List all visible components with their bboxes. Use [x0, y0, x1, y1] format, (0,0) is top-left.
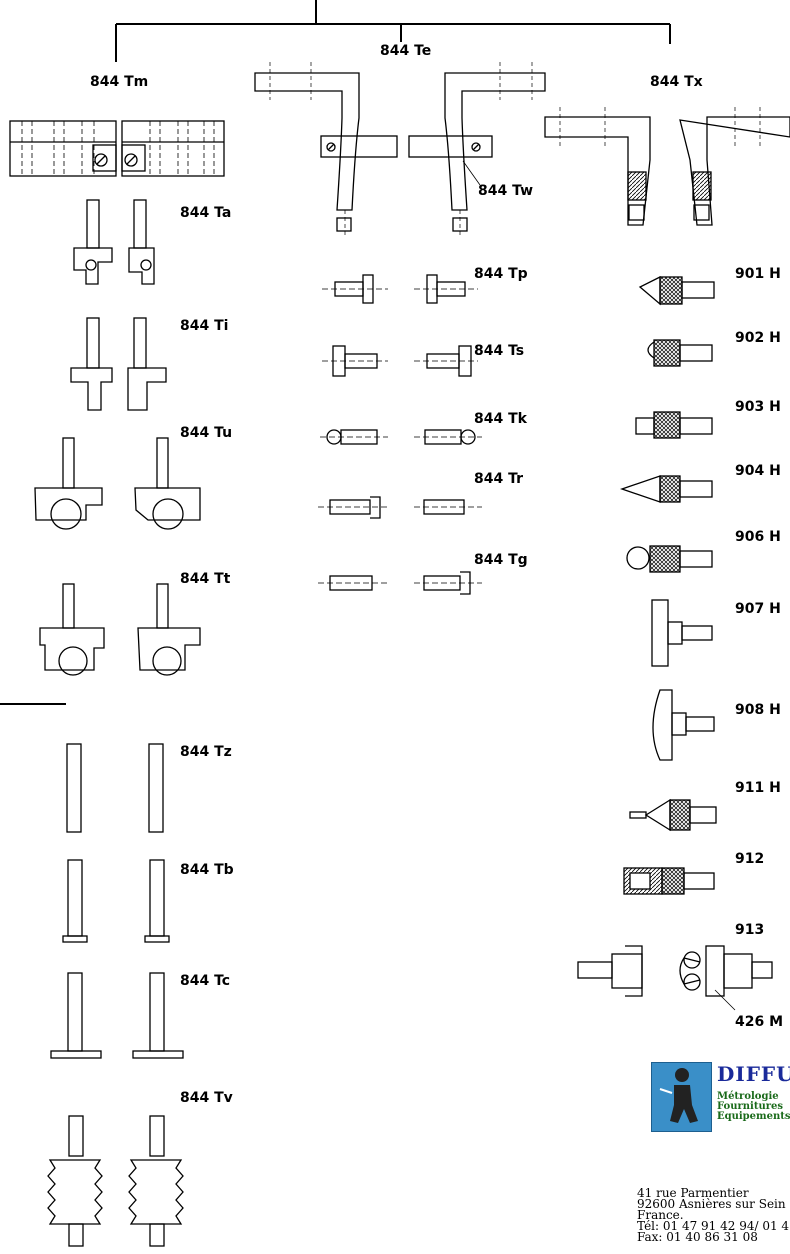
tx-arm-right: [679, 107, 790, 226]
label-426-m: 426 M: [735, 1014, 784, 1030]
tc-drawing: [50, 972, 184, 1059]
h902-drawing: [647, 339, 713, 367]
h907-drawing: [651, 599, 713, 667]
tp-drawing: [322, 274, 478, 304]
label-844-tm: 844 Tm: [90, 74, 149, 90]
label-844-tx: 844 Tx: [650, 74, 703, 90]
worker-figure-icon: [659, 1068, 698, 1123]
address-line-1: 41 rue Parmentier: [637, 1186, 749, 1200]
address-line-3: France.: [637, 1208, 684, 1222]
tk-drawing: [320, 429, 482, 445]
tx-arm-left: [544, 107, 651, 226]
label-902-h: 902 H: [735, 330, 781, 346]
ti-drawing: [70, 317, 167, 411]
tz-drawing: [66, 743, 164, 833]
phone-line: Tél: 01 47 91 42 94/ 01 4: [637, 1219, 790, 1233]
label-908-h: 908 H: [735, 702, 781, 718]
label-906-h: 906 H: [735, 529, 781, 545]
tree-connectors: [0, 0, 671, 705]
label-844-tc: 844 Tc: [180, 973, 231, 989]
tu-drawing: [34, 437, 201, 530]
h911-drawing: [629, 798, 717, 832]
label-844-ti: 844 Ti: [180, 318, 229, 334]
label-912: 912: [735, 851, 765, 867]
h903-drawing: [635, 411, 713, 439]
label-844-tp: 844 Tp: [474, 266, 528, 282]
label-903-h: 903 H: [735, 399, 781, 415]
label-844-tu: 844 Tu: [180, 425, 233, 441]
h901-drawing: [638, 275, 715, 306]
te-arm-right: [408, 62, 546, 236]
address-line-2: 92600 Asnières sur Sein: [637, 1197, 786, 1211]
label-844-tv: 844 Tv: [180, 1090, 233, 1106]
label-844-tw: 844 Tw: [478, 183, 534, 199]
company-tagline-1: Métrologie: [717, 1091, 779, 1102]
ts-drawing: [322, 345, 478, 377]
label-904-h: 904 H: [735, 463, 781, 479]
n912-drawing: [623, 867, 715, 895]
company-logo: DIFFU Métrologie Fournitures I Equipemen…: [651, 1062, 790, 1132]
h908-drawing: [652, 689, 715, 761]
label-911-h: 911 H: [735, 780, 781, 796]
label-844-tt: 844 Tt: [180, 571, 231, 587]
h904-drawing: [619, 475, 713, 503]
te-arm-left: [254, 62, 398, 236]
label-907-h: 907 H: [735, 601, 781, 617]
company-tagline-3: Equipements: [717, 1111, 790, 1122]
tr-drawing: [318, 496, 482, 519]
tt-drawing: [39, 583, 201, 676]
logo-worker-icon: [651, 1062, 712, 1132]
label-844-ta: 844 Ta: [180, 205, 232, 221]
company-tagline-2: Fournitures I: [717, 1101, 783, 1122]
n913-drawing: [577, 945, 773, 1011]
label-844-te: 844 Te: [380, 43, 432, 59]
ta-drawing: [73, 199, 155, 285]
company-name: DIFFU: [717, 1062, 790, 1086]
tb-drawing: [62, 859, 170, 943]
label-844-tr: 844 Tr: [474, 471, 524, 487]
tm-block-drawing: [9, 120, 225, 177]
fax-line: Fax: 01 40 86 31 08: [637, 1230, 758, 1244]
label-901-h: 901 H: [735, 266, 781, 282]
label-844-tz: 844 Tz: [180, 744, 232, 760]
label-844-tg: 844 Tg: [474, 552, 528, 568]
tv-drawing: [47, 1115, 184, 1247]
label-913: 913: [735, 922, 765, 938]
label-844-ts: 844 Ts: [474, 343, 525, 359]
h906-drawing: [626, 545, 713, 573]
label-844-tb: 844 Tb: [180, 862, 234, 878]
tg-drawing: [318, 571, 482, 595]
label-844-tk: 844 Tk: [474, 411, 527, 427]
